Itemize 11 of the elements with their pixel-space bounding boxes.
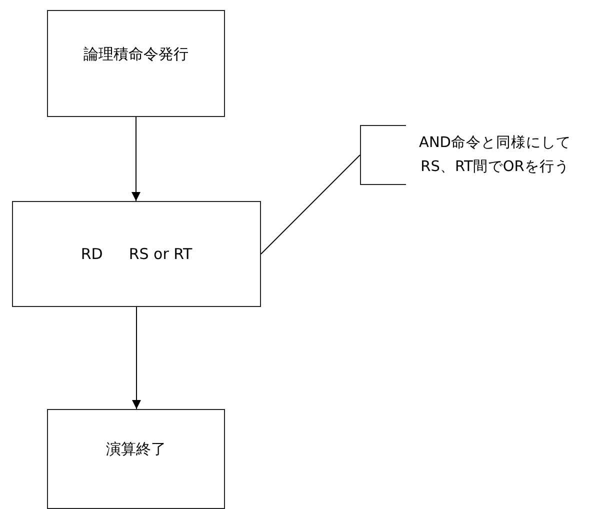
arrow — [132, 116, 140, 202]
leader-line — [260, 154, 360, 254]
process-box — [12, 201, 261, 307]
box-text: RS or RT — [128, 245, 192, 263]
box-text: 演算終了 — [106, 440, 166, 458]
arrow — [132, 306, 141, 410]
box-text: RD — [80, 245, 103, 263]
process-box — [47, 409, 225, 509]
box-text: 論理積命令発行 — [84, 45, 188, 64]
process-box — [47, 10, 225, 117]
callout-text: AND命令と同様にして RS、RT間でORを行う — [418, 134, 572, 177]
